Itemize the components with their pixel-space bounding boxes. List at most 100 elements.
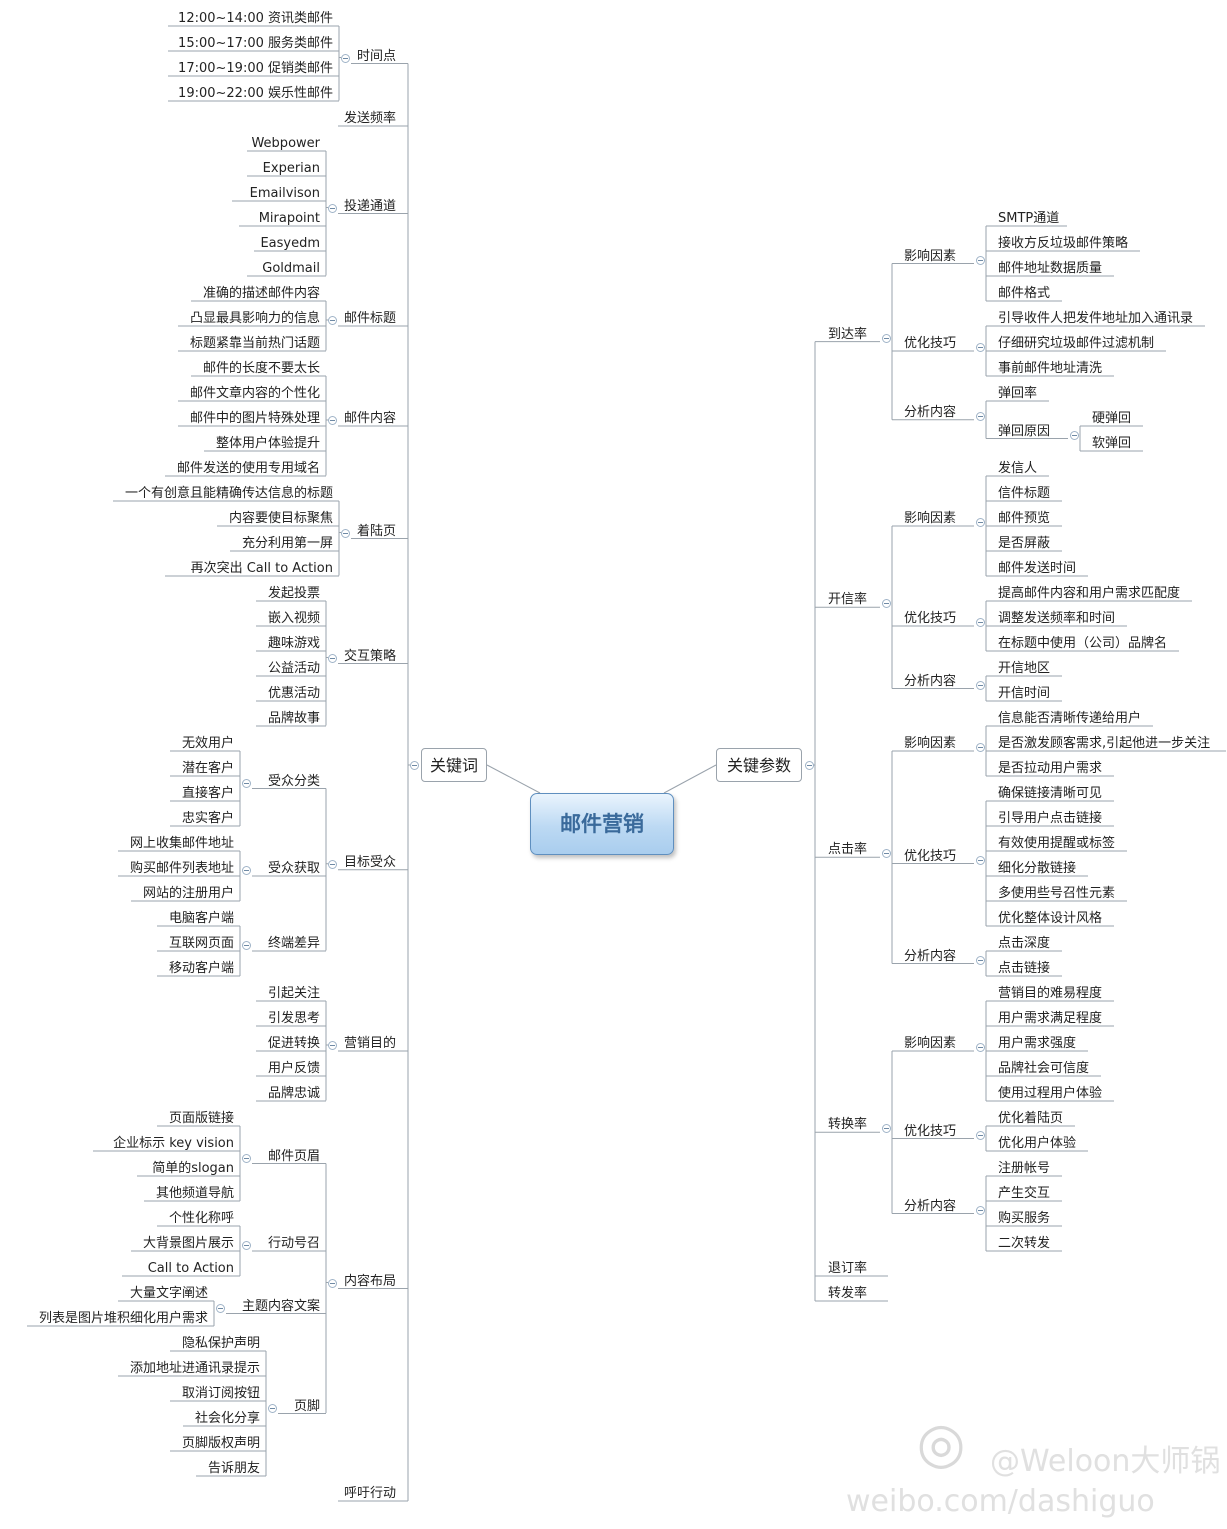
- node-label[interactable]: 营销目的难易程度: [998, 986, 1103, 1001]
- node-label[interactable]: 互联网页面: [168, 936, 234, 951]
- central-topic[interactable]: 邮件营销: [530, 793, 674, 855]
- node-label[interactable]: 促进转换: [267, 1036, 320, 1051]
- node-label[interactable]: 发信人: [998, 461, 1038, 476]
- node-label[interactable]: 优化整体设计风格: [998, 911, 1103, 926]
- node-label[interactable]: 15:00~17:00 服务类邮件: [178, 36, 333, 51]
- node-label[interactable]: 分析内容: [904, 1198, 957, 1214]
- node-label[interactable]: 移动客户端: [168, 961, 234, 976]
- node-label[interactable]: 邮件标题: [343, 311, 396, 326]
- node-label[interactable]: 网上收集邮件地址: [129, 836, 234, 851]
- collapse-toggle-icon[interactable]: [882, 849, 891, 859]
- collapse-toggle-icon[interactable]: [242, 1241, 251, 1250]
- node-label[interactable]: 17:00~19:00 促销类邮件: [178, 61, 333, 76]
- node-label[interactable]: 引起关注: [267, 986, 320, 1001]
- node-label[interactable]: 弹回率: [998, 386, 1038, 401]
- node-label[interactable]: 退订率: [828, 1261, 868, 1276]
- node-label[interactable]: 再次突出 Call to Action: [190, 561, 333, 576]
- node-label[interactable]: 简单的slogan: [152, 1161, 234, 1176]
- node-label[interactable]: 弹回原因: [998, 423, 1051, 439]
- collapse-toggle-icon[interactable]: [882, 333, 891, 343]
- node-label[interactable]: 使用过程用户体验: [998, 1086, 1103, 1101]
- node-label[interactable]: 邮件预览: [998, 511, 1051, 526]
- main-topic-key-parameters[interactable]: 关键参数: [716, 748, 802, 782]
- node-label[interactable]: 开信率: [828, 592, 868, 608]
- node-label[interactable]: 公益活动: [267, 661, 320, 676]
- collapse-toggle-icon[interactable]: [328, 316, 337, 325]
- collapse-toggle-icon[interactable]: [976, 255, 985, 265]
- node-label[interactable]: 终端差异: [267, 936, 320, 951]
- node-label[interactable]: 到达率: [828, 326, 868, 342]
- node-label[interactable]: 引导收件人把发件地址加入通讯录: [998, 311, 1194, 326]
- node-label[interactable]: Mirapoint: [258, 211, 320, 226]
- node-label[interactable]: 目标受众: [343, 854, 396, 870]
- collapse-toggle-icon[interactable]: [976, 618, 985, 627]
- node-label[interactable]: 开信时间: [998, 686, 1051, 701]
- node-label[interactable]: 开信地区: [998, 661, 1051, 676]
- node-label[interactable]: 邮件页眉: [267, 1148, 320, 1164]
- node-label[interactable]: 营销目的: [343, 1036, 396, 1051]
- node-label[interactable]: 优化技巧: [904, 611, 957, 626]
- node-label[interactable]: 转发率: [828, 1286, 868, 1301]
- node-label[interactable]: 列表是图片堆积细化用户需求: [38, 1311, 208, 1326]
- node-label[interactable]: 是否激发顾客需求,引起他进一步关注: [998, 736, 1211, 751]
- node-label[interactable]: 整体用户体验提升: [215, 436, 320, 451]
- node-label[interactable]: 优化着陆页: [998, 1111, 1064, 1126]
- node-label[interactable]: 产生交互: [998, 1186, 1051, 1201]
- node-label[interactable]: Call to Action: [147, 1261, 234, 1276]
- node-label[interactable]: 提高邮件内容和用户需求匹配度: [998, 586, 1181, 601]
- collapse-toggle-icon[interactable]: [410, 761, 419, 770]
- node-label[interactable]: 受众分类: [267, 773, 320, 789]
- node-label[interactable]: 影响因素: [904, 248, 957, 264]
- collapse-toggle-icon[interactable]: [976, 1043, 985, 1052]
- collapse-toggle-icon[interactable]: [1070, 430, 1079, 440]
- node-label[interactable]: 信件标题: [998, 486, 1051, 501]
- node-label[interactable]: Webpower: [251, 136, 320, 151]
- node-label[interactable]: 大背景图片展示: [142, 1236, 234, 1251]
- node-label[interactable]: 主题内容文案: [241, 1298, 320, 1314]
- collapse-toggle-icon[interactable]: [328, 1278, 337, 1288]
- collapse-toggle-icon[interactable]: [976, 411, 985, 421]
- collapse-toggle-icon[interactable]: [882, 1124, 891, 1134]
- node-label[interactable]: Easyedm: [260, 236, 320, 251]
- node-label[interactable]: 用户需求强度: [998, 1036, 1077, 1051]
- collapse-toggle-icon[interactable]: [242, 941, 251, 950]
- node-label[interactable]: 分析内容: [904, 948, 957, 964]
- node-label[interactable]: 点击率: [828, 842, 868, 858]
- collapse-toggle-icon[interactable]: [882, 599, 891, 609]
- node-label[interactable]: 无效用户: [181, 736, 234, 751]
- node-label[interactable]: 确保链接清晰可见: [998, 786, 1103, 801]
- node-label[interactable]: 邮件内容: [343, 411, 396, 426]
- node-label[interactable]: 嵌入视频: [267, 611, 320, 626]
- node-label[interactable]: 转换率: [828, 1117, 868, 1133]
- node-label[interactable]: 告诉朋友: [207, 1461, 260, 1476]
- collapse-toggle-icon[interactable]: [328, 416, 337, 425]
- node-label[interactable]: Goldmail: [262, 261, 320, 276]
- collapse-toggle-icon[interactable]: [976, 955, 985, 965]
- node-label[interactable]: 邮件地址数据质量: [998, 261, 1103, 276]
- collapse-toggle-icon[interactable]: [328, 203, 337, 213]
- node-label[interactable]: 内容布局: [343, 1273, 396, 1289]
- collapse-toggle-icon[interactable]: [328, 859, 337, 869]
- collapse-toggle-icon[interactable]: [242, 778, 251, 788]
- node-label[interactable]: 标题紧靠当前热门话题: [189, 336, 320, 351]
- node-label[interactable]: 优化技巧: [904, 848, 957, 864]
- node-label[interactable]: 其他频道导航: [155, 1186, 234, 1201]
- node-label[interactable]: 取消订阅按钮: [181, 1386, 260, 1401]
- collapse-toggle-icon[interactable]: [976, 855, 985, 865]
- node-label[interactable]: 行动号召: [267, 1236, 320, 1251]
- node-label[interactable]: 社会化分享: [194, 1411, 260, 1426]
- node-label[interactable]: 点击链接: [998, 961, 1051, 976]
- node-label[interactable]: 投递通道: [343, 198, 396, 214]
- node-label[interactable]: 企业标示 key vision: [113, 1136, 234, 1151]
- node-label[interactable]: 优化技巧: [904, 336, 957, 351]
- node-label[interactable]: 邮件发送的使用专用域名: [176, 461, 320, 476]
- collapse-toggle-icon[interactable]: [976, 1130, 985, 1140]
- node-label[interactable]: 影响因素: [904, 1036, 957, 1051]
- collapse-toggle-icon[interactable]: [341, 53, 350, 63]
- node-label[interactable]: 邮件发送时间: [998, 561, 1077, 576]
- collapse-toggle-icon[interactable]: [976, 743, 985, 752]
- node-label[interactable]: 潜在客户: [181, 761, 234, 776]
- collapse-toggle-icon[interactable]: [242, 1153, 251, 1163]
- node-label[interactable]: 凸显最具影响力的信息: [189, 311, 320, 326]
- node-label[interactable]: 事前邮件地址清洗: [998, 361, 1103, 376]
